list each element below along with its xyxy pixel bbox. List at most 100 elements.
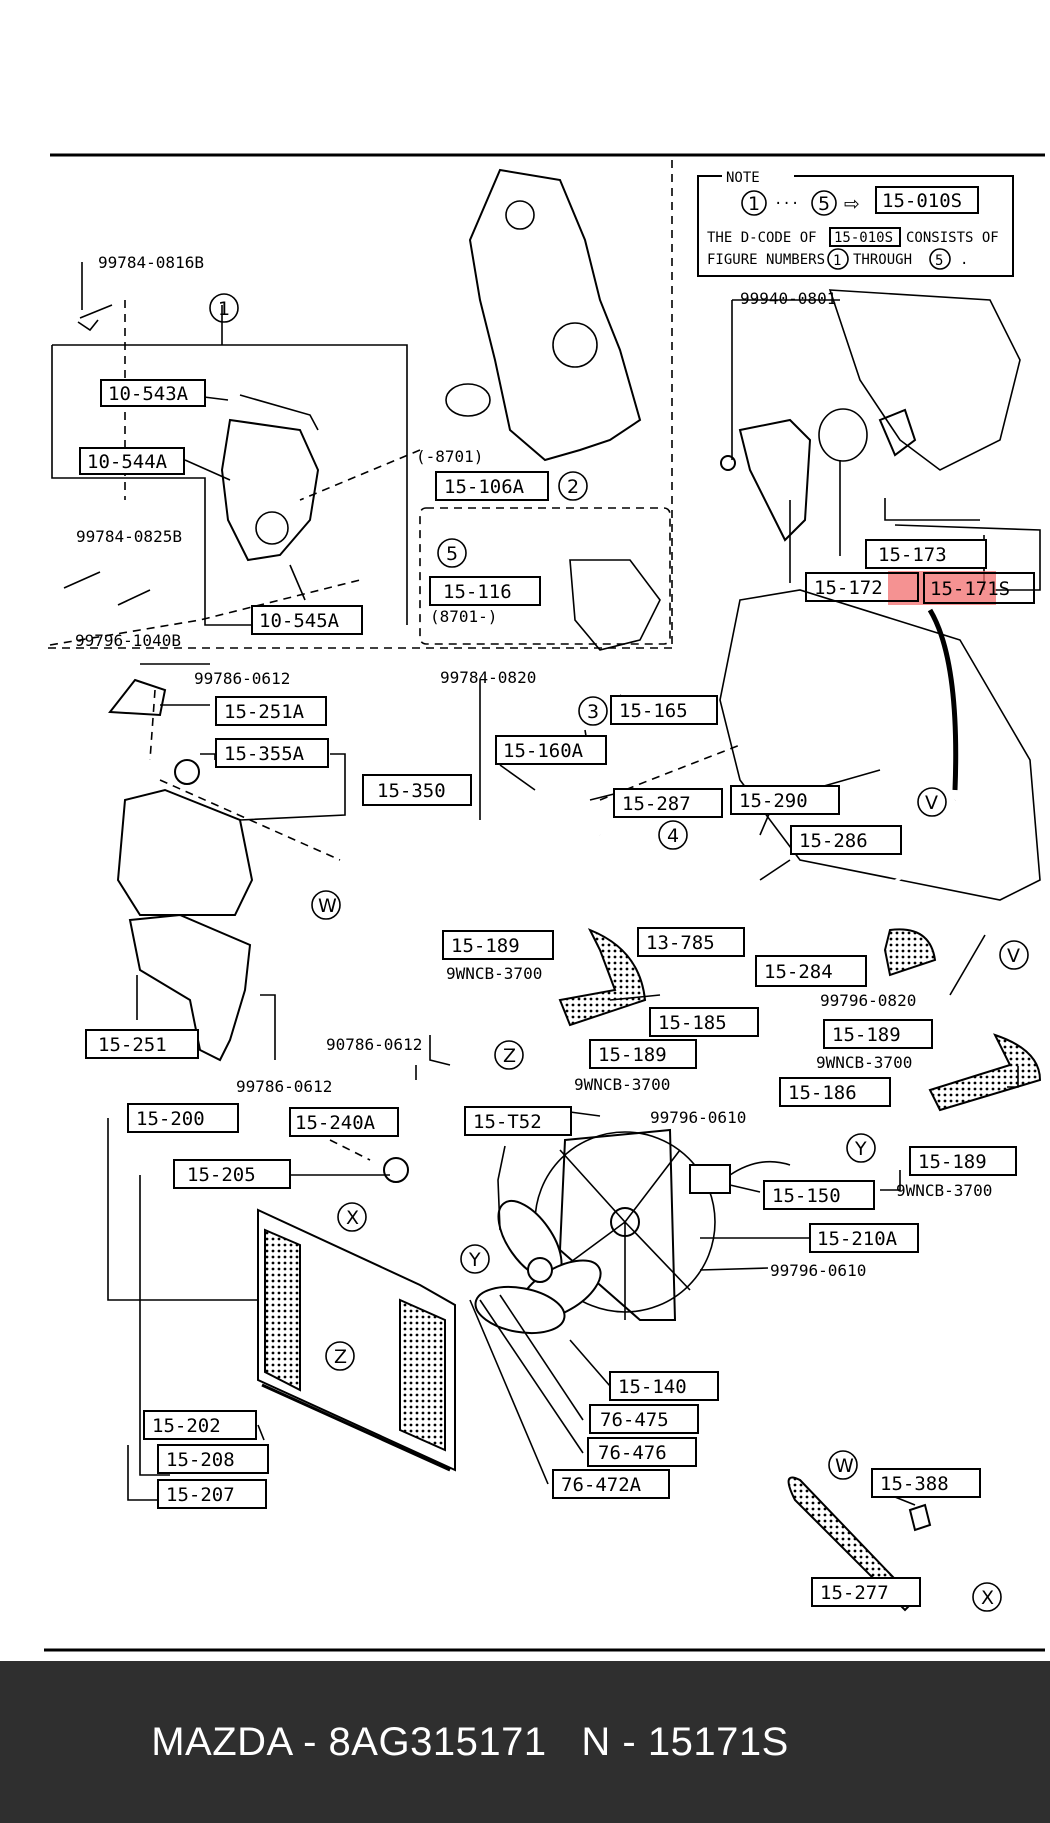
part-label-15-172[interactable]: 15-172 <box>805 572 919 602</box>
part-label-15-185[interactable]: 15-185 <box>649 1007 759 1037</box>
svg-text:15-210A: 15-210A <box>817 1228 898 1250</box>
part-label-15-150[interactable]: 15-150 <box>763 1180 875 1210</box>
svg-text:15-251: 15-251 <box>98 1034 167 1056</box>
note-title: NOTE <box>726 170 760 186</box>
engine-head-drawing <box>828 289 1021 471</box>
svg-text:15-207: 15-207 <box>166 1484 235 1506</box>
part-label-15-173[interactable]: 15-173 <box>865 539 987 569</box>
hose-clamp-code-2: 9WNCB-3700 <box>816 1053 912 1072</box>
part-label-15-286[interactable]: 15-286 <box>790 825 902 855</box>
svg-text:15-189: 15-189 <box>598 1044 667 1066</box>
part-label-15-160A[interactable]: 15-160A <box>495 735 607 765</box>
part-label-76-476[interactable]: 76-476 <box>587 1437 697 1467</box>
part-label-15-186[interactable]: 15-186 <box>779 1077 891 1107</box>
part-label-15-T52[interactable]: 15-T52 <box>464 1106 572 1136</box>
bolt-code-99784-0825B: 99784-0825B <box>76 527 182 546</box>
part-label-15-350[interactable]: 15-350 <box>362 774 472 806</box>
note-line1-a: THE D-CODE OF <box>707 230 817 246</box>
part-label-15-207[interactable]: 15-207 <box>157 1479 267 1509</box>
svg-text:10-544A: 10-544A <box>87 451 168 473</box>
part-label-10-544A[interactable]: 10-544A <box>79 447 185 475</box>
part-label-15-200[interactable]: 15-200 <box>127 1103 239 1133</box>
svg-text:15-350: 15-350 <box>377 780 446 802</box>
model-note-8701-after: (8701-) <box>430 607 497 626</box>
part-label-15-189-c[interactable]: 15-189 <box>589 1039 697 1069</box>
svg-text:15-240A: 15-240A <box>295 1112 376 1134</box>
gasket-116-drawing <box>569 559 661 651</box>
bolt-code-99796-0610-a: 99796-0610 <box>650 1108 746 1127</box>
part-label-15-189-b[interactable]: 15-189 <box>823 1019 933 1049</box>
svg-text:13-785: 13-785 <box>646 932 715 954</box>
svg-text:15-185: 15-185 <box>658 1012 727 1034</box>
part-label-15-240A[interactable]: 15-240A <box>289 1107 399 1137</box>
part-label-10-545A[interactable]: 10-545A <box>251 605 363 635</box>
part-label-15-205[interactable]: 15-205 <box>173 1159 291 1189</box>
part-label-15-277[interactable]: 15-277 <box>811 1577 921 1607</box>
bolt-code-99786-0612-b: 99786-0612 <box>236 1077 332 1096</box>
part-label-15-388[interactable]: 15-388 <box>871 1468 981 1498</box>
reservoir-tank-drawing <box>116 788 254 916</box>
callout-Z-right: Z <box>334 1346 347 1368</box>
note-line2-n1: 1 <box>833 253 841 269</box>
svg-text:76-475: 76-475 <box>600 1409 669 1431</box>
svg-text:15-160A: 15-160A <box>503 740 584 762</box>
part-label-15-116[interactable]: 15-116 <box>429 576 541 606</box>
part-label-15-251A[interactable]: 15-251A <box>215 696 327 726</box>
note-circle-1 <box>741 190 767 216</box>
part-label-15-208[interactable]: 15-208 <box>157 1444 269 1474</box>
part-label-15-189-a[interactable]: 15-189 <box>442 930 554 960</box>
bolt-code-99796-0610-b: 99796-0610 <box>770 1261 866 1280</box>
note-code: 15-010S <box>882 190 962 212</box>
svg-text:15-140: 15-140 <box>618 1376 687 1398</box>
svg-text:10-545A: 10-545A <box>259 610 340 632</box>
part-label-15-290[interactable]: 15-290 <box>730 785 840 815</box>
bolt-code-99786-0612-a: 99786-0612 <box>194 669 290 688</box>
model-note-8701-before: (-8701) <box>416 447 483 466</box>
part-label-13-785[interactable]: 13-785 <box>637 927 745 957</box>
part-label-15-106A[interactable]: 15-106A <box>435 471 549 501</box>
callout-Z-left: Z <box>503 1045 516 1067</box>
highlight-15-171S <box>888 571 996 605</box>
engine-block-drawing <box>719 589 1041 901</box>
bolt-code-90786-0612: 90786-0612 <box>326 1035 422 1054</box>
part-label-15-140[interactable]: 15-140 <box>609 1371 719 1401</box>
thermostat-housing-drawing <box>738 418 812 542</box>
svg-text:15-106A: 15-106A <box>444 476 525 498</box>
svg-text:15-165: 15-165 <box>619 700 688 722</box>
callout-W-right: W <box>835 1455 854 1477</box>
svg-text:76-472A: 76-472A <box>561 1474 642 1496</box>
part-label-15-189-d[interactable]: 15-189 <box>909 1146 1017 1176</box>
note-line2-b: THROUGH <box>853 252 912 268</box>
part-label-15-210A[interactable]: 15-210A <box>809 1223 919 1253</box>
parts-diagram: NOTE 1 ··· 5 ⇨ 15-010S THE D-CODE OF 15-… <box>44 153 1045 1652</box>
part-label-15-202[interactable]: 15-202 <box>143 1410 257 1440</box>
svg-text:15-189: 15-189 <box>918 1151 987 1173</box>
svg-text:15-189: 15-189 <box>451 935 520 957</box>
part-label-76-472A[interactable]: 76-472A <box>552 1469 670 1499</box>
reservoir-cap-drawing <box>174 759 200 785</box>
note-box: NOTE 1 ··· 5 ⇨ 15-010S THE D-CODE OF 15-… <box>697 168 1014 277</box>
part-label-10-543A[interactable]: 10-543A <box>100 379 206 407</box>
part-label-15-165[interactable]: 15-165 <box>610 695 718 725</box>
svg-text:15-150: 15-150 <box>772 1185 841 1207</box>
part-label-15-284[interactable]: 15-284 <box>755 955 867 987</box>
note-line1-code: 15-010S <box>834 230 893 246</box>
callout-X-left: X <box>346 1207 359 1229</box>
thermostat-gasket-drawing <box>818 408 868 462</box>
hose-clamp-code-3: 9WNCB-3700 <box>574 1075 670 1094</box>
svg-text:15-173: 15-173 <box>878 544 947 566</box>
bolt-code-99784-0816B: 99784-0816B <box>98 253 204 272</box>
svg-text:15-189: 15-189 <box>832 1024 901 1046</box>
part-label-76-475[interactable]: 76-475 <box>589 1404 699 1434</box>
bypass-pipe-drawing <box>599 799 956 926</box>
bolt-code-99796-1040B: 99796-1040B <box>75 631 181 650</box>
callout-V-bottom: V <box>1007 945 1020 967</box>
part-label-15-355A[interactable]: 15-355A <box>215 738 329 768</box>
part-label-15-171S[interactable]: 15-171S <box>923 572 1035 604</box>
note-range-sep: ··· <box>774 196 799 212</box>
part-label-15-287[interactable]: 15-287 <box>613 788 723 818</box>
svg-text:15-290: 15-290 <box>739 790 808 812</box>
svg-text:15-171S: 15-171S <box>930 578 1010 600</box>
note-line2-n2: 5 <box>935 253 943 269</box>
part-label-15-251[interactable]: 15-251 <box>85 1029 199 1059</box>
